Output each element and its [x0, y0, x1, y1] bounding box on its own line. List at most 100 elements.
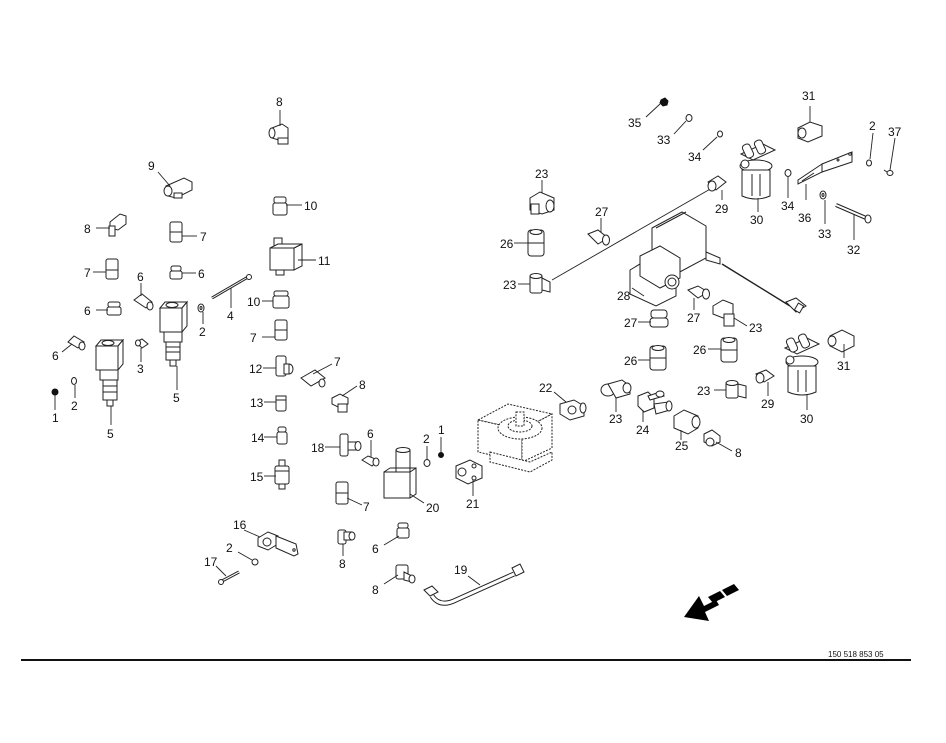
callout-2: 2	[423, 432, 430, 446]
leader-line	[409, 493, 425, 504]
leader-line	[673, 120, 687, 135]
callout-2: 2	[71, 399, 78, 413]
part-flange-fitting	[455, 459, 483, 485]
part-nipple-fitting	[649, 309, 669, 328]
part-pressure-sensor	[274, 459, 290, 490]
part-hydraulic-pipe	[423, 563, 525, 606]
part-bolt	[218, 570, 240, 585]
callout-37: 37	[888, 125, 902, 139]
leader-line	[383, 535, 400, 546]
part-nipple-fitting	[106, 301, 122, 316]
callout-22: 22	[539, 381, 553, 395]
leader-line	[702, 136, 718, 151]
callout-10: 10	[304, 199, 318, 213]
callout-28: 28	[617, 289, 631, 303]
part-tee-fitting	[637, 390, 673, 415]
leader-line	[383, 574, 399, 585]
part-cable-connector	[721, 263, 807, 314]
callout-8: 8	[735, 446, 742, 460]
part-nipple-fitting	[67, 335, 86, 351]
part-nipple-fitting	[361, 455, 380, 467]
callout-6: 6	[137, 270, 144, 284]
callout-15: 15	[250, 470, 264, 484]
callout-31: 31	[837, 359, 851, 373]
callout-21: 21	[466, 497, 480, 511]
drawing-number: 150 518 853 05	[828, 650, 884, 659]
part-hex-coupling	[720, 337, 738, 363]
leader-line	[553, 391, 567, 403]
part-elbow-fitting	[600, 379, 632, 399]
leader-line	[631, 287, 645, 297]
callout-34: 34	[781, 199, 795, 213]
part-adapter-fitting	[797, 121, 823, 143]
callout-2: 2	[869, 119, 876, 133]
callout-29: 29	[715, 202, 729, 216]
part-washer	[251, 558, 259, 566]
part-nut	[51, 388, 59, 396]
leader-line	[715, 441, 733, 452]
callout-2: 2	[226, 541, 233, 555]
callout-29: 29	[761, 397, 775, 411]
callout-23: 23	[535, 167, 549, 181]
callout-23: 23	[503, 278, 517, 292]
part-straight-coupling	[300, 369, 326, 388]
leader-line	[467, 575, 481, 586]
leader-line	[215, 565, 227, 577]
callout-1: 1	[52, 411, 59, 425]
part-washer	[197, 303, 205, 313]
part-straight-coupling	[335, 481, 349, 505]
part-mounting-bracket	[257, 531, 299, 557]
callout-23: 23	[609, 412, 623, 426]
part-elbow-fitting	[337, 529, 356, 545]
callout-27: 27	[624, 316, 638, 330]
callout-7: 7	[200, 230, 207, 244]
part-nipple-fitting	[133, 293, 154, 311]
callout-9: 9	[148, 159, 155, 173]
callout-19: 19	[454, 563, 468, 577]
callout-24: 24	[636, 423, 650, 437]
part-hex-coupling	[673, 409, 701, 435]
part-plug-fitting	[276, 426, 288, 445]
footer-rule	[21, 659, 911, 661]
part-elbow-fitting	[108, 213, 127, 237]
leader-line	[889, 137, 896, 171]
callout-11: 11	[318, 254, 331, 268]
part-valve-block	[269, 237, 303, 276]
callout-3: 3	[137, 362, 144, 376]
callout-6: 6	[52, 349, 59, 363]
part-flange-fitting	[559, 399, 587, 421]
callout-34: 34	[688, 150, 702, 164]
callout-23: 23	[749, 321, 763, 335]
leader-line	[243, 529, 261, 538]
leader-line	[237, 551, 253, 561]
callout-6: 6	[372, 542, 379, 556]
part-elbow-fitting	[331, 393, 349, 413]
part-long-bolt	[211, 274, 252, 300]
direction-arrow-icon	[684, 584, 739, 621]
callout-8: 8	[276, 95, 283, 109]
part-banjo-fitting	[163, 177, 193, 199]
leader-line	[645, 103, 661, 118]
callout-27: 27	[687, 311, 701, 325]
part-elbow-fitting	[268, 123, 289, 145]
connecting-line	[551, 187, 713, 281]
part-washer	[784, 169, 792, 177]
part-solenoid-valve	[158, 300, 189, 367]
part-nipple-fitting	[687, 285, 710, 300]
part-nipple-fitting	[396, 522, 410, 539]
part-bolt	[835, 203, 872, 224]
callout-7: 7	[334, 355, 341, 369]
callout-7: 7	[250, 331, 257, 345]
callout-10: 10	[247, 295, 261, 309]
part-small-screw	[883, 169, 894, 176]
callout-36: 36	[798, 211, 812, 225]
callout-8: 8	[359, 378, 366, 392]
callout-12: 12	[249, 362, 263, 376]
part-washer	[717, 130, 723, 138]
callout-30: 30	[750, 213, 764, 227]
leader-line	[312, 363, 333, 375]
callout-20: 20	[426, 501, 440, 515]
part-elbow-fitting	[395, 564, 416, 584]
part-straight-coupling	[105, 258, 119, 280]
